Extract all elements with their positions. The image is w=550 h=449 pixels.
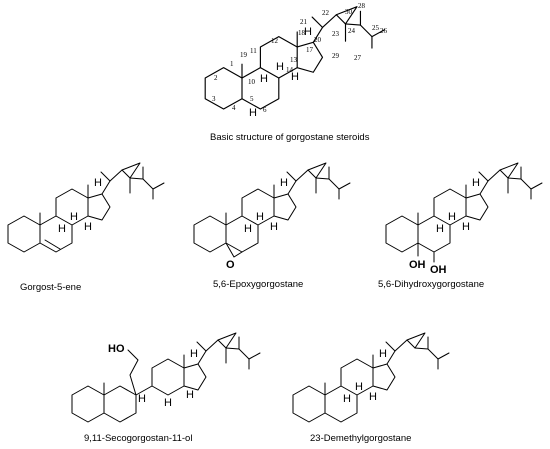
basic-num-2: 2 — [214, 74, 218, 82]
basic-num-19: 19 — [240, 51, 248, 59]
basic-num-1: 1 — [230, 60, 234, 68]
basic-num-13: 13 — [290, 56, 298, 64]
basic-num-25: 25 — [372, 24, 380, 32]
c3-h-14: H — [462, 221, 470, 233]
basic-num-24: 24 — [348, 27, 356, 35]
c4-h-8: H — [164, 397, 172, 409]
basic-num-12: 12 — [271, 37, 279, 45]
basic-num-18: 18 — [298, 29, 306, 37]
c2-h-14: H — [270, 221, 278, 233]
basic-h-9: H — [260, 73, 268, 85]
c2-caption: 5,6-Epoxygorgostane — [213, 279, 303, 290]
c5-caption: 23-Demethylgorgostane — [310, 433, 411, 444]
compound-5-6-epoxygorgostane: O H H H H 5,6-Epoxygorgostane — [193, 162, 351, 290]
c3-oh-5: OH — [409, 259, 426, 271]
c1-h-9: H — [58, 223, 66, 235]
c4-h-9: H — [138, 393, 146, 405]
basic-num-30: 30 — [345, 8, 353, 16]
c3-caption: 5,6-Dihydroxygorgostane — [378, 279, 484, 290]
basic-num-17: 17 — [306, 46, 314, 54]
c3-h-9: H — [436, 223, 444, 235]
basic-num-22: 22 — [322, 9, 330, 17]
basic-num-11: 11 — [250, 47, 257, 55]
c1-h-17: H — [94, 177, 102, 189]
c5-h-8: H — [355, 381, 363, 393]
c2-h-17: H — [280, 177, 288, 189]
basic-num-10: 10 — [248, 78, 256, 86]
c4-caption: 9,11-Secogorgostan-11-ol — [84, 433, 192, 444]
basic-num-5: 5 — [250, 95, 254, 103]
c2-h-8: H — [256, 211, 264, 223]
c4-ho: HO — [108, 343, 125, 355]
basic-h-17: H — [304, 26, 312, 38]
c5-h-9: H — [343, 393, 351, 405]
basic-num-21: 21 — [300, 18, 308, 26]
compound-gorgost-5-ene: H H H H Gorgost-5-ene — [7, 162, 165, 293]
basic-num-26: 26 — [380, 27, 388, 35]
basic-num-29: 29 — [332, 52, 340, 60]
c2-h-9: H — [244, 223, 252, 235]
compound-5-6-dihydroxygorgostane: OH OH H H H H 5,6-Dihydroxygorgostane — [378, 162, 543, 290]
basic-num-28: 28 — [358, 2, 366, 10]
c4-h-14: H — [186, 389, 194, 401]
c4-h-17: H — [190, 348, 198, 360]
c5-h-14: H — [369, 391, 377, 403]
c1-h-14: H — [84, 221, 92, 233]
basic-num-20: 20 — [314, 36, 322, 44]
basic-h-8: H — [276, 61, 284, 73]
basic-num-14: 14 — [286, 66, 294, 74]
basic-num-23: 23 — [332, 30, 340, 38]
basic-num-4: 4 — [232, 104, 236, 112]
basic-h-14: H — [291, 71, 299, 83]
c3-h-17: H — [472, 177, 480, 189]
c3-h-8: H — [448, 211, 456, 223]
c1-h-8: H — [70, 211, 78, 223]
c5-h-17: H — [379, 348, 387, 360]
basic-num-27: 27 — [354, 54, 362, 62]
basic-caption: Basic structure of gorgostane steroids — [210, 132, 370, 143]
basic-num-3: 3 — [212, 95, 216, 103]
c2-oxygen: O — [226, 259, 235, 271]
basic-structure: H H H H H 1 2 3 4 5 6 10 11 12 13 14 17 … — [204, 2, 388, 143]
c1-caption: Gorgost-5-ene — [20, 282, 81, 293]
compound-23-demethylgorgostane: H H H H 23-Demethylgorgostane — [292, 332, 450, 444]
compound-9-11-secogorgostan-11-ol: HO H H H H 9,11-Secogorgostan-11-ol — [71, 332, 261, 444]
c3-oh-6: OH — [430, 264, 447, 276]
basic-num-6: 6 — [263, 106, 267, 114]
basic-h-5: H — [249, 107, 257, 119]
